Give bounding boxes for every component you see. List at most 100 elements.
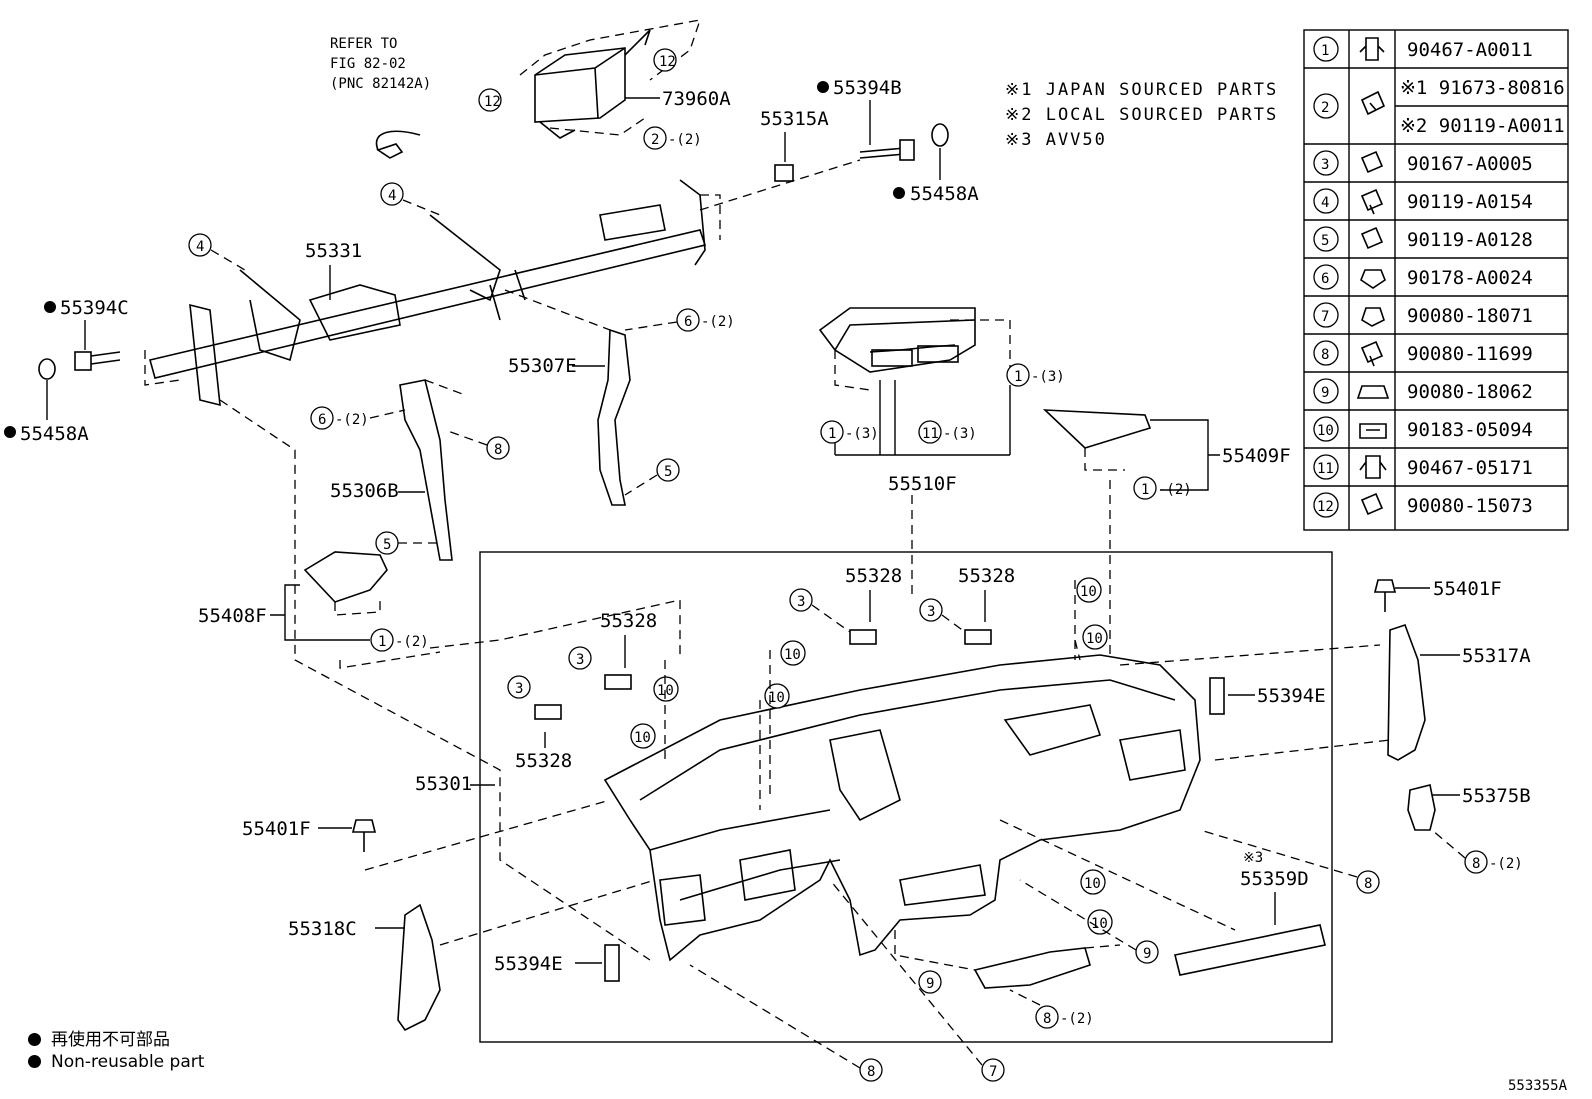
table-part-10: 90183-05094 (1407, 419, 1533, 441)
instrument-panel-reinforcement-drawing (149, 179, 707, 407)
callout-12-b: 12 (484, 94, 501, 110)
screw-icon (1360, 492, 1384, 516)
bracket-55375B-drawing (1407, 784, 1436, 831)
non-reusable-dot-icon (28, 1055, 41, 1068)
part-55409F: 55409F (1222, 445, 1291, 467)
callout-11: 11 (922, 426, 939, 442)
part-55394E-right: 55394E (1257, 685, 1326, 707)
part-55458A-left: 55458A (20, 423, 89, 445)
note-avv50: ※3 AVV50 (1005, 130, 1107, 150)
refer-note-line2: FIG 82-02 (330, 56, 406, 72)
nut-55458A-drawing (931, 123, 949, 147)
qty-11: -(3) (943, 426, 977, 442)
brace-55306B-drawing (399, 379, 453, 561)
table-part-11: 90467-05171 (1407, 457, 1533, 479)
fastener-table: 1 2 3 4 5 6 7 8 9 10 11 12 90467-A0011 ※… (1303, 29, 1569, 531)
qty-2-top: -(2) (668, 132, 702, 148)
part-55331: 55331 (305, 240, 362, 262)
note-avv50-marker: ※3 (1243, 850, 1263, 866)
refer-note-line3: (PNC 82142A) (330, 76, 431, 92)
callout-3-b: 3 (927, 604, 935, 620)
callout-10-a: 10 (784, 647, 801, 663)
table-part-2b: ※2 90119-A0011 (1400, 115, 1565, 137)
table-ref-1: 1 (1321, 43, 1329, 59)
callout-12-a: 12 (659, 54, 676, 70)
screw-icon (1360, 90, 1386, 116)
callout-5-b: 5 (383, 537, 391, 553)
note-japan-sourced: ※1 JAPAN SOURCED PARTS (1005, 80, 1278, 100)
part-55301: 55301 (415, 773, 472, 795)
table-ref-10: 10 (1317, 423, 1334, 439)
callout-8-c: 8 (1364, 876, 1372, 892)
table-part-12: 90080-15073 (1407, 495, 1533, 517)
instrument-panel-drawing (603, 654, 1201, 962)
callout-10-d: 10 (634, 730, 651, 746)
table-part-4: 90119-A0154 (1407, 191, 1533, 213)
bracket-lower-drawing (973, 947, 1091, 989)
part-55315A: 55315A (760, 108, 829, 130)
legend-en: Non-reusable part (28, 1052, 204, 1072)
nut-55458A-left-drawing (38, 358, 56, 380)
callout-3-a: 3 (797, 594, 805, 610)
table-ref-8: 8 (1321, 347, 1329, 363)
table-part-1: 90467-A0011 (1407, 39, 1533, 61)
non-reusable-dot (893, 187, 905, 199)
callout-7: 7 (989, 1064, 997, 1080)
clip-55401F-left-drawing (351, 819, 377, 852)
nut-icon (1361, 307, 1385, 327)
clip-55315A-drawing (774, 164, 794, 182)
callout-10-e: 10 (1080, 584, 1097, 600)
bolt-55394C-drawing (74, 351, 121, 371)
refer-note-line1: REFER TO (330, 36, 397, 52)
part-55394B: 55394B (833, 77, 902, 99)
callout-8-b: 8 (1472, 856, 1480, 872)
part-55328-a: 55328 (845, 565, 902, 587)
part-55307E: 55307E (508, 355, 577, 377)
qty-1-a: -(3) (1031, 369, 1065, 385)
part-55328-d: 55328 (515, 750, 572, 772)
part-55318C: 55318C (288, 918, 357, 940)
qty-8-d: -(2) (1060, 1011, 1094, 1027)
callout-4-b: 4 (196, 239, 204, 255)
callout-10-f: 10 (1086, 631, 1103, 647)
callout-3-d: 3 (515, 681, 523, 697)
table-ref-6: 6 (1321, 271, 1329, 287)
table-part-5: 90119-A0128 (1407, 229, 1533, 251)
screw-icon (1360, 188, 1384, 215)
table-ref-2: 2 (1321, 100, 1329, 116)
part-55510F: 55510F (888, 473, 957, 495)
bolt-55394B-drawing (859, 139, 915, 161)
part-55408F: 55408F (198, 605, 267, 627)
part-55458A-top: 55458A (910, 183, 979, 205)
nut-icon (1360, 269, 1386, 289)
part-55359D: 55359D (1240, 868, 1309, 890)
clip-55328-c-drawing (604, 674, 632, 690)
table-ref-5: 5 (1321, 233, 1329, 249)
trim-55359D-drawing (1174, 924, 1326, 976)
callout-1-c: 1 (1141, 482, 1149, 498)
detail-frame (479, 551, 1333, 1043)
clip-nut-icon (1359, 423, 1387, 439)
part-55401F-right: 55401F (1433, 578, 1502, 600)
table-part-3: 90167-A0005 (1407, 153, 1533, 175)
table-part-2a: ※1 91673-80816 (1400, 77, 1565, 99)
panel-55409F-drawing (1042, 409, 1152, 449)
table-ref-11: 11 (1317, 461, 1334, 477)
pad-55394E-right-drawing (1209, 677, 1225, 715)
clip-55328-b-drawing (964, 629, 992, 645)
legend-jp-text: 再使用不可部品 (51, 1030, 170, 1050)
table-ref-3: 3 (1321, 157, 1329, 173)
brace-55307E-drawing (597, 328, 631, 506)
non-reusable-dot (44, 301, 56, 313)
qty-8-b: -(2) (1489, 856, 1523, 872)
part-55394C: 55394C (60, 297, 129, 319)
table-part-9: 90080-18062 (1407, 381, 1533, 403)
callout-8-e: 8 (867, 1064, 875, 1080)
callout-1-a: 1 (1014, 369, 1022, 385)
screw-icon (1360, 226, 1384, 250)
qty-1-b: -(3) (845, 426, 879, 442)
table-ref-4: 4 (1321, 195, 1329, 211)
table-ref-9: 9 (1321, 385, 1329, 401)
airbag-module-drawing (534, 29, 651, 139)
